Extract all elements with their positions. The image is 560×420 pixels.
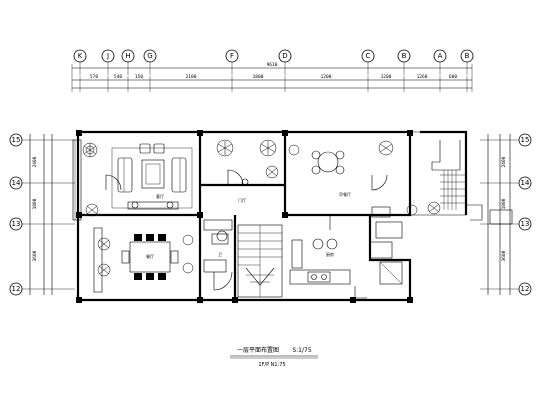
room-label-wc: 卫 [218, 252, 222, 257]
dim-7: 1200 [381, 74, 392, 80]
room-label-foyer: 门厅 [238, 197, 246, 203]
left-axis-14: 14 [12, 179, 21, 187]
axis-bubble-c [361, 49, 375, 63]
room-label-breakfast: 早餐厅 [339, 191, 351, 197]
dim-2: 540 [114, 74, 122, 80]
axis-bubble-j [101, 49, 115, 63]
building-walls [76, 130, 468, 303]
dim-5: 1800 [253, 74, 264, 80]
foyer-area [203, 169, 249, 291]
left-axis-grid: 15 14 13 12 2400 1800 3600 [9, 133, 75, 296]
axis-label-g: G [147, 52, 152, 60]
dim-3: 150 [135, 74, 143, 80]
axis-label-b: B [402, 52, 407, 60]
right-axis-13: 13 [521, 220, 530, 228]
axis-bubble-k [73, 49, 87, 63]
axis-bubble-g [143, 49, 157, 63]
dining-room-furniture [121, 234, 179, 280]
dim-1: 570 [90, 74, 98, 80]
axis-bubble-h [121, 49, 135, 63]
top-dimensions: 9610 570 540 150 2100 1800 1200 1200 126… [71, 62, 473, 92]
right-dim-2: 1800 [501, 198, 507, 209]
axis-bubble-d [278, 49, 292, 63]
left-axis-13: 13 [12, 220, 21, 228]
dim-8: 1260 [417, 74, 428, 80]
title-sub: 1F/P N1:75 [258, 362, 285, 368]
title-main: 一层平面布置图 [237, 346, 279, 354]
top-overall-dim: 9610 [267, 62, 278, 68]
axis-label-k: K [78, 52, 83, 60]
room-label-kitchen: 厨房 [326, 251, 334, 257]
top-axis-grid: K J H G F D C B A B [73, 49, 474, 75]
axis-bubble-a [433, 49, 447, 63]
plant-icons [82, 139, 441, 277]
axis-label-a: A [438, 52, 443, 60]
right-dim-1: 2400 [501, 156, 507, 167]
living-room-furniture [105, 143, 193, 210]
left-axis-12: 12 [12, 285, 21, 293]
left-dim-1: 2400 [32, 156, 38, 167]
axis-label-h: H [125, 52, 130, 60]
axis-label-j: J [106, 52, 109, 60]
axis-label-f: F [230, 52, 234, 60]
left-dim-2: 1800 [32, 198, 38, 209]
right-stair-wing [431, 140, 513, 225]
left-dim-3: 3600 [32, 250, 38, 261]
breakfast-room [311, 150, 391, 218]
room-label-living: 客厅 [156, 193, 164, 199]
dim-6: 1200 [321, 74, 332, 80]
right-axis-grid: 15 14 13 12 2400 1800 3600 [480, 133, 532, 296]
right-axis-12: 12 [521, 285, 530, 293]
axis-label-c: C [366, 52, 371, 60]
axis-label-b2: B [465, 52, 470, 60]
room-label-dining: 餐厅 [146, 253, 154, 259]
axis-bubble-b [397, 49, 411, 63]
dim-4: 2100 [186, 74, 197, 80]
dim-9: 600 [449, 74, 457, 80]
right-axis-15: 15 [521, 136, 530, 144]
kitchen-area [289, 221, 403, 299]
living-bay-window [72, 139, 103, 293]
title-scale: S:1/75 [292, 347, 311, 354]
axis-label-d: D [282, 52, 287, 60]
right-dim-3: 3600 [501, 250, 507, 261]
main-stair [237, 224, 283, 298]
drawing-title: 一层平面布置图 S:1/75 1F/P N1:75 [230, 346, 318, 368]
right-axis-14: 14 [521, 179, 530, 187]
left-axis-15: 15 [12, 136, 21, 144]
axis-bubble-f [225, 49, 239, 63]
axis-bubble-b2 [460, 49, 474, 63]
